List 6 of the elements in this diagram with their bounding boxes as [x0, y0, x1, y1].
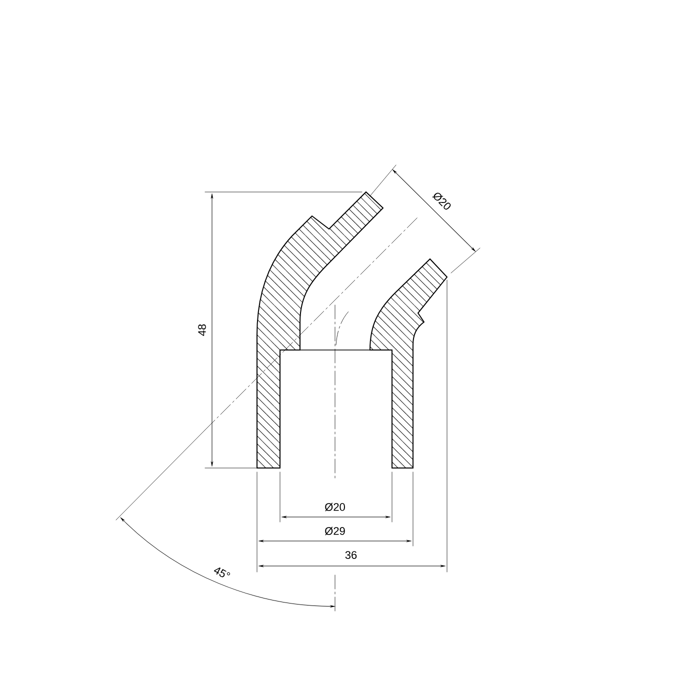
dimension-text: 48 — [198, 324, 206, 336]
dimension-text: Ø20 — [432, 192, 451, 210]
dimension-text: Ø29 — [324, 526, 345, 536]
dimension-text: 36 — [345, 551, 357, 559]
dimension-text: Ø20 — [324, 502, 345, 512]
dimension-text: 45° — [214, 568, 230, 578]
